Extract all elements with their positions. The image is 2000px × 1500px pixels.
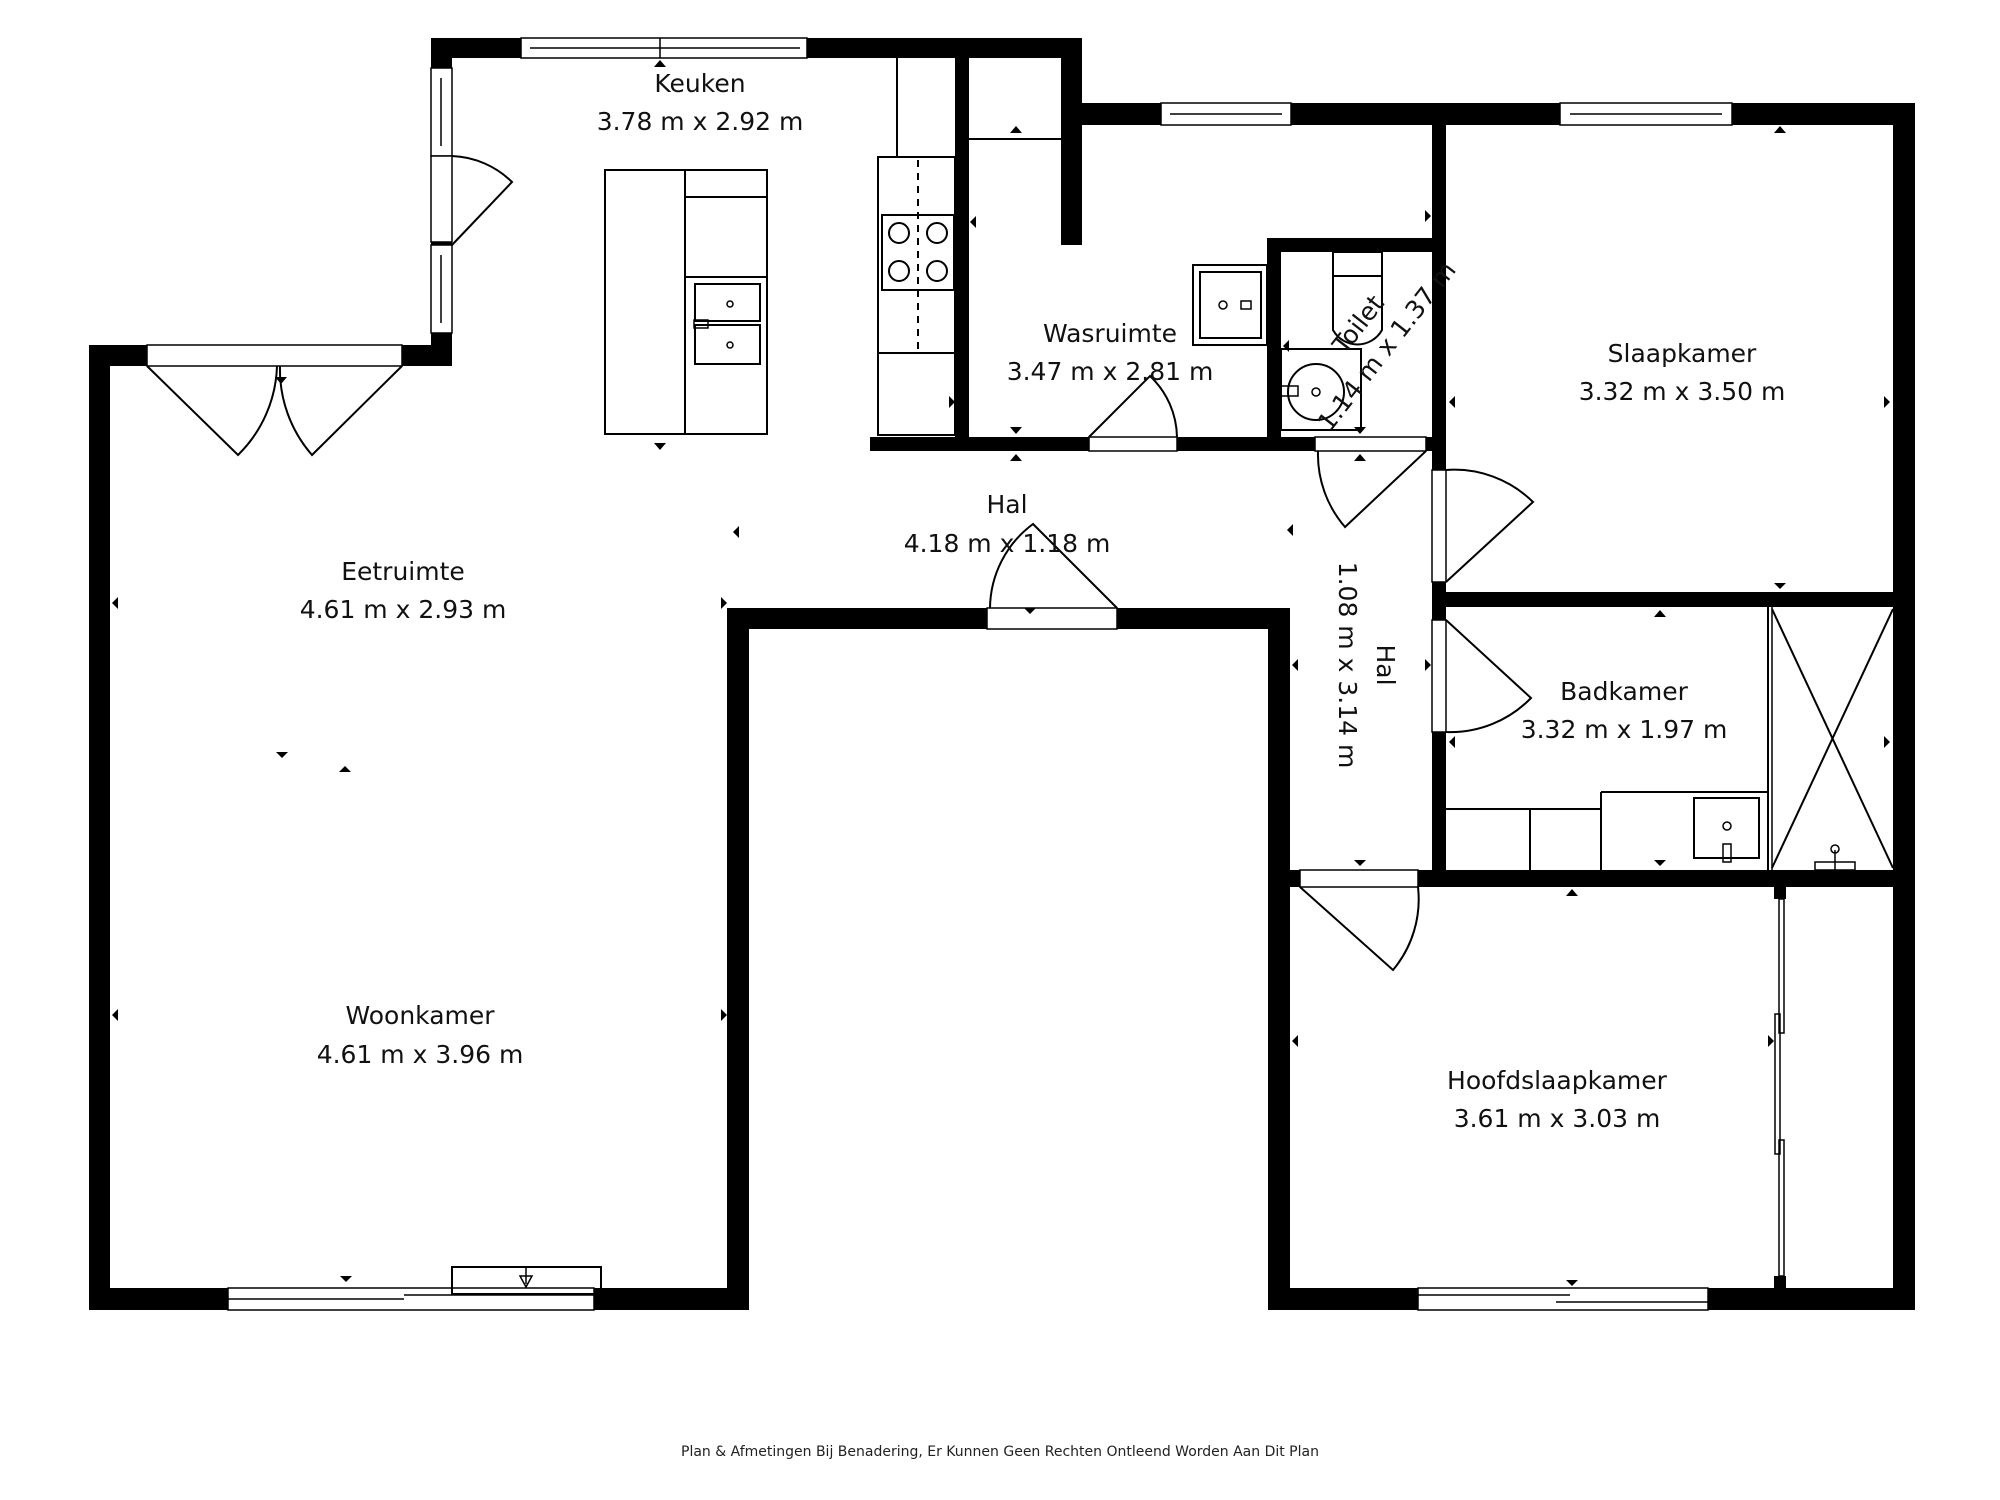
room-size: 1.08 m x 3.14 m xyxy=(1333,562,1362,769)
wardrobe-sliding-doors xyxy=(1774,887,1786,1288)
wasruimte-sink xyxy=(1192,264,1268,346)
room-size: 4.18 m x 1.18 m xyxy=(904,529,1111,558)
room-name: Wasruimte xyxy=(1043,319,1177,348)
room-label-hal-vertical: Hal 1.08 m x 3.14 m xyxy=(1333,562,1400,769)
disclaimer-footer: Plan & Afmetingen Bij Benadering, Er Kun… xyxy=(681,1444,1319,1460)
room-size: 4.61 m x 3.96 m xyxy=(317,1040,524,1069)
room-name: Hal xyxy=(1371,644,1400,685)
kitchen-counter xyxy=(877,58,1061,436)
room-name: Woonkamer xyxy=(345,1001,495,1030)
room-label-wasruimte: Wasruimte 3.47 m x 2.81 m xyxy=(1007,319,1214,386)
room-size: 3.32 m x 3.50 m xyxy=(1579,377,1786,406)
room-label-hal: Hal 4.18 m x 1.18 m xyxy=(904,490,1111,558)
room-size: 3.47 m x 2.81 m xyxy=(1007,357,1214,386)
room-name: Hoofdslaapkamer xyxy=(1447,1066,1668,1095)
bathroom-fixtures xyxy=(1446,607,1894,871)
dimension-markers xyxy=(112,60,1890,1286)
kitchen-island xyxy=(604,169,768,435)
toilet-fixtures xyxy=(1280,251,1383,431)
room-size: 3.78 m x 2.92 m xyxy=(597,107,804,136)
room-label-woonkamer: Woonkamer 4.61 m x 3.96 m xyxy=(317,1001,524,1069)
room-label-keuken: Keuken 3.78 m x 2.92 m xyxy=(597,69,804,136)
fireplace-unit xyxy=(451,1266,602,1295)
room-size: 4.61 m x 2.93 m xyxy=(300,595,507,624)
room-name: Hal xyxy=(986,490,1027,519)
room-label-eetruimte: Eetruimte 4.61 m x 2.93 m xyxy=(300,557,507,624)
room-label-slaapkamer: Slaapkamer 3.32 m x 3.50 m xyxy=(1579,339,1786,406)
room-name: Eetruimte xyxy=(341,557,465,586)
room-size: 3.32 m x 1.97 m xyxy=(1521,715,1728,744)
room-name: Slaapkamer xyxy=(1608,339,1757,368)
door-swings xyxy=(146,155,1535,972)
room-name: Badkamer xyxy=(1560,677,1688,706)
room-name: Keuken xyxy=(654,69,745,98)
windows xyxy=(146,37,1733,1311)
room-label-hoofdslaapkamer: Hoofdslaapkamer 3.61 m x 3.03 m xyxy=(1447,1066,1668,1133)
room-label-badkamer: Badkamer 3.32 m x 1.97 m xyxy=(1521,677,1728,744)
room-size: 3.61 m x 3.03 m xyxy=(1454,1104,1661,1133)
